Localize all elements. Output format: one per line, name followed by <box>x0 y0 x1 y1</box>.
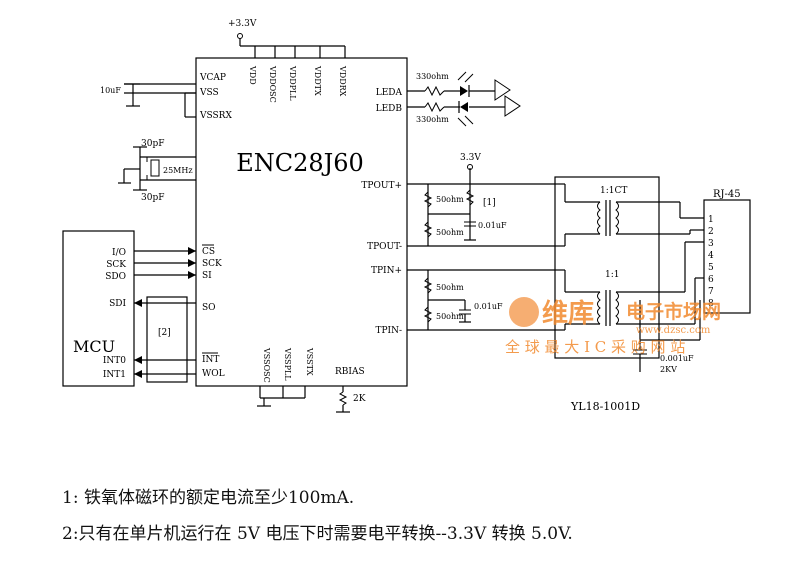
rj45-pin-4: 4 <box>708 251 714 261</box>
tx-res-top: 50ohm <box>436 195 464 204</box>
pin-rbias: RBIAS <box>335 367 365 377</box>
tx-res-bottom: 50ohm <box>436 228 464 237</box>
mcu-pin-sck: SCK <box>106 260 126 270</box>
rj45-wiring <box>633 201 704 372</box>
hv-cap-value: 0.001uF <box>660 354 694 363</box>
pin-tpout-minus: TPOUT- <box>367 242 402 252</box>
rj45-pin-2: 2 <box>708 227 714 237</box>
mcu-pin-int0: INT0 <box>103 356 126 366</box>
crystal-label: 25MHz <box>163 166 193 175</box>
pin-cs: CS <box>202 247 215 257</box>
crystal-cap-bottom: 30pF <box>141 193 164 203</box>
mcu-pin-sdi: SDI <box>109 299 126 309</box>
top-power-pins: +3.3V <box>228 19 346 58</box>
pin-wol: WOL <box>202 369 225 379</box>
pin-tpin-minus: TPIN- <box>375 326 402 336</box>
pin-ledb: LEDB <box>376 104 403 114</box>
pin-vsstx: VSSTX <box>305 347 314 376</box>
rj45-pin-5: 5 <box>708 263 714 273</box>
mcu-pin-io: I/O <box>112 248 126 258</box>
mcu-body <box>62 230 135 387</box>
power-top-label: +3.3V <box>228 19 257 29</box>
pin-vddrx: VDDRX <box>338 65 347 97</box>
bottom-ground-net <box>257 386 350 413</box>
rj45-pin-1: 1 <box>708 215 714 225</box>
pin-vdd: VDD <box>248 65 257 85</box>
led-network <box>407 71 521 127</box>
pin-vddtx: VDDTX <box>313 65 322 96</box>
rj45-name: RJ-45 <box>713 189 741 200</box>
watermark-url: www.dzsc.com <box>636 325 711 336</box>
rj45-pin-7: 7 <box>708 287 714 297</box>
rj45-pin-6: 6 <box>708 275 714 285</box>
tx-cap-label: 0.01uF <box>478 221 507 230</box>
notes: 1: 铁氧体磁环的额定电流至少100mA. 2:只有在单片机运行在 5V 电压下… <box>62 480 782 552</box>
rj45-pin-8: 8 <box>708 299 714 309</box>
transformer-part: YL18-1001D <box>570 400 640 413</box>
ferrite-ref: [1] <box>483 198 496 208</box>
power-mid-label: 3.3V <box>460 153 481 163</box>
ledb-res-label: 330ohm <box>416 115 449 124</box>
pin-vsspll: VSSPLL <box>283 347 292 381</box>
pin-si: SI <box>202 271 212 281</box>
pin-sck: SCK <box>202 259 222 269</box>
transformer-windings <box>555 183 659 331</box>
rx-res-bottom: 50ohm <box>436 312 464 321</box>
rx-res-top: 50ohm <box>436 283 464 292</box>
watermark-logo-icon <box>509 297 539 327</box>
pin-leda: LEDA <box>376 88 403 98</box>
enc28j60-schematic: ENC28J60 +3.3V VDD VDDOSC VDDPLL VDDTX V… <box>62 19 751 413</box>
level-shifter-ref: [2] <box>158 328 171 338</box>
pin-vssrx: VSSRX <box>199 111 232 121</box>
rj45-connector <box>703 199 751 314</box>
mcu-pin-sdo: SDO <box>105 272 126 282</box>
tx-network <box>407 164 555 247</box>
watermark: 维库 电子市场网 www.dzsc.com 全 球 最 大 I C 采 购 网 … <box>505 297 721 356</box>
mcu-name: MCU <box>73 337 115 356</box>
enc28j60-chip-body <box>195 57 408 387</box>
pin-vssosc: VSSOSC <box>262 347 271 383</box>
watermark-slogan: 全 球 最 大 I C 采 购 网 站 <box>505 338 685 356</box>
vcap-network <box>124 83 196 118</box>
pin-vddosc: VDDOSC <box>268 65 277 103</box>
note-2: 2:只有在单片机运行在 5V 电压下时需要电平转换--3.3V 转换 5.0V. <box>62 524 573 544</box>
rx-ratio: 1:1 <box>605 270 619 280</box>
pin-vss: VSS <box>199 88 219 98</box>
rbias-res-label: 2K <box>353 394 366 404</box>
leda-res-label: 330ohm <box>416 72 449 81</box>
crystal-cap-top: 30pF <box>141 139 164 149</box>
chip-name: ENC28J60 <box>236 149 364 177</box>
watermark-brand: 电子市场网 <box>626 300 721 323</box>
pin-vddpll: VDDPLL <box>288 65 297 101</box>
hv-cap-voltage: 2KV <box>660 365 677 374</box>
watermark-logo-text: 维库 <box>542 298 594 329</box>
rx-network <box>407 269 555 331</box>
vcap-cap-label: 10uF <box>100 86 121 95</box>
tx-ratio: 1:1CT <box>600 186 627 196</box>
rx-cap-label: 0.01uF <box>474 302 503 311</box>
crystal-network <box>118 146 196 191</box>
pin-so: SO <box>202 303 216 313</box>
transformer-module <box>554 176 660 359</box>
mcu-pin-int1: INT1 <box>103 370 126 380</box>
pin-vcap: VCAP <box>199 73 226 83</box>
rj45-pin-3: 3 <box>708 239 714 249</box>
note-1: 1: 铁氧体磁环的额定电流至少100mA. <box>62 488 355 508</box>
level-shifter-box <box>146 296 188 383</box>
spi-wires <box>134 247 196 378</box>
pin-tpin-plus: TPIN+ <box>371 266 402 276</box>
pin-tpout-plus: TPOUT+ <box>361 181 402 191</box>
pin-int: INT <box>202 355 219 365</box>
